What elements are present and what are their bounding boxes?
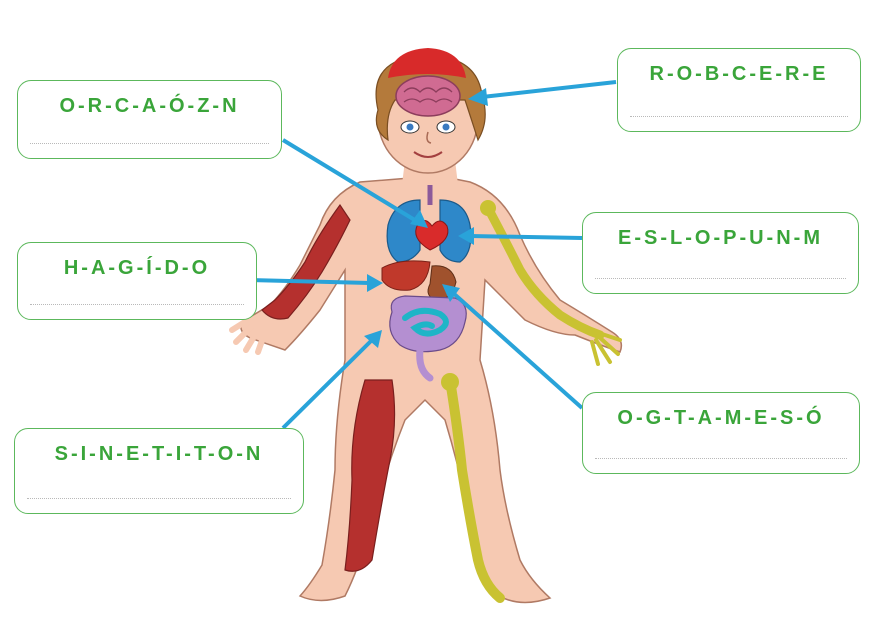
head: [376, 48, 485, 173]
answer-line[interactable]: [30, 304, 244, 305]
label-box-estomago: O-G-T-A-M-E-S-Ó: [582, 392, 860, 474]
scrambled-word: O-R-C-A-Ó-Z-N: [18, 95, 281, 118]
scrambled-word: O-G-T-A-M-E-S-Ó: [583, 407, 859, 430]
answer-line[interactable]: [595, 458, 847, 459]
scrambled-word: E-S-L-O-P-U-N-M: [583, 227, 858, 250]
arrow-pulmones: [470, 236, 582, 238]
arrow-cerebro: [482, 82, 616, 97]
answer-line[interactable]: [630, 116, 848, 117]
answer-line[interactable]: [30, 143, 269, 144]
label-box-higado: H-A-G-Í-D-O: [17, 242, 257, 320]
label-box-intestinos: S-I-N-E-T-I-T-O-N: [14, 428, 304, 514]
answer-line[interactable]: [595, 278, 846, 279]
label-box-pulmones: E-S-L-O-P-U-N-M: [582, 212, 859, 294]
answer-line[interactable]: [27, 498, 291, 499]
scrambled-word: R-O-B-C-E-R-E: [618, 63, 860, 86]
label-box-corazon: O-R-C-A-Ó-Z-N: [17, 80, 282, 159]
scrambled-word: S-I-N-E-T-I-T-O-N: [15, 443, 303, 466]
label-box-cerebro: R-O-B-C-E-R-E: [617, 48, 861, 132]
scrambled-word: H-A-G-Í-D-O: [18, 257, 256, 280]
